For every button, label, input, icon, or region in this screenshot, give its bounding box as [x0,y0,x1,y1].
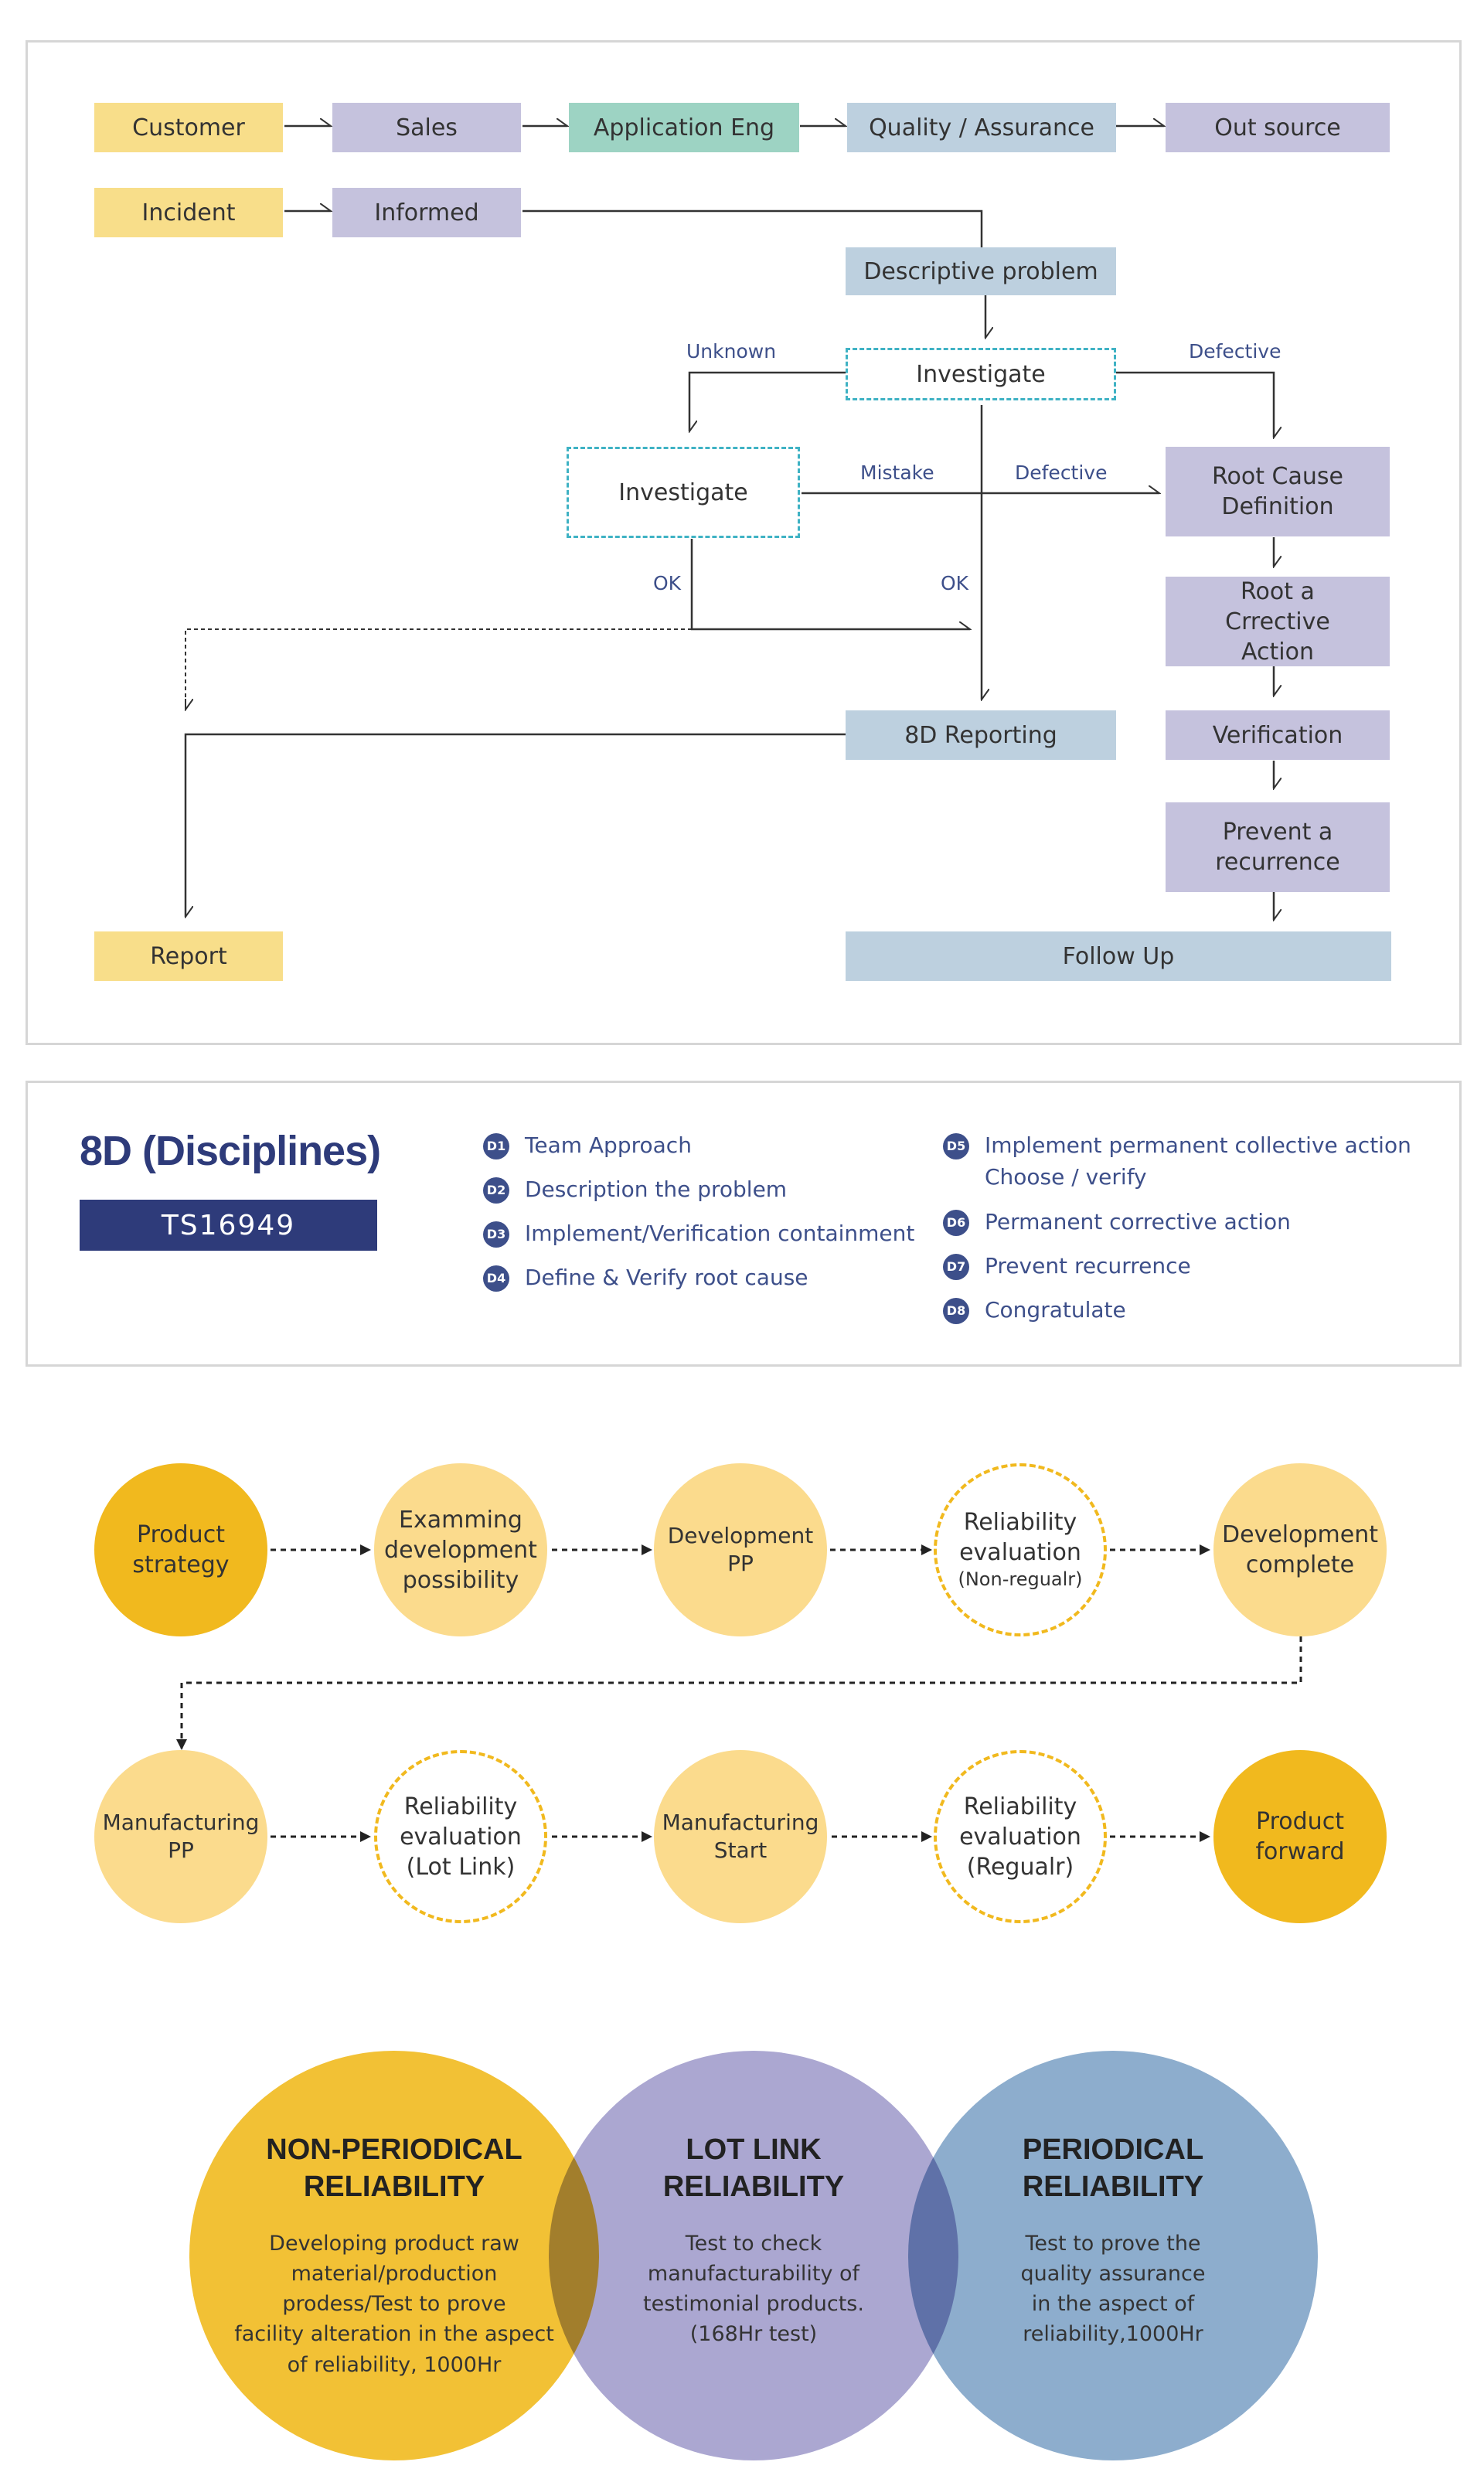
circle-line: Product [1256,1808,1344,1835]
circle-line: Product [137,1521,225,1548]
discipline-d6-text: Permanent corrective action [985,1209,1291,1234]
d1-badge-icon: D1 [483,1133,509,1159]
label-ok-mid: OK [941,572,969,594]
circle-line: PP [168,1837,194,1863]
circle-line: PP [727,1551,754,1576]
discipline-d2-text: Description the problem [525,1177,788,1202]
discipline-d5-text: Implement permanent collective action [985,1132,1411,1158]
customer-box: Customer [94,103,283,152]
d7-badge-icon: D7 [943,1254,969,1280]
out-source-box: Out source [1166,103,1390,152]
non-periodical-title: NON-PERIODICAL RELIABILITY [266,2133,522,2203]
periodical-desc: Test to prove the quality assurance in t… [1020,2232,1206,2347]
development-pp-circle: Development PP [654,1463,827,1636]
circle-line: development [384,1536,537,1564]
label-defective-mid: Defective [1015,461,1108,484]
discipline-d4: D4 Define & Verify root cause [483,1262,808,1294]
periodical-title: PERIODICAL RELIABILITY [1022,2133,1204,2203]
circle-line: Reliability [963,1509,1077,1537]
standard-badge: TS16949 [80,1200,377,1251]
circle-line: Development [1222,1521,1378,1548]
circle-line: (Lot Link) [406,1853,516,1881]
circle-line: (Non-regualr) [958,1568,1083,1591]
reliability-lot-link-circle: Reliability evaluation (Lot Link) [374,1750,547,1923]
discipline-d8-text: Congratulate [985,1297,1126,1323]
circle-line: possibility [402,1566,519,1594]
quality-assurance-box: Quality / Assurance [847,103,1116,152]
discipline-d1-text: Team Approach [525,1132,692,1158]
d3-badge-icon: D3 [483,1221,509,1248]
discipline-d6: D6 Permanent corrective action [943,1207,1291,1238]
sales-box: Sales [332,103,521,152]
discipline-d5-subtext: Choose / verify [985,1163,1147,1190]
root-corrective-action-box: Root a Crrective Action [1166,577,1390,666]
discipline-d4-text: Define & Verify root cause [525,1265,808,1290]
discipline-d3: D3 Implement/Verification containment [483,1218,914,1250]
discipline-d2: D2 Description the problem [483,1174,787,1206]
discipline-d7-text: Prevent recurrence [985,1253,1191,1279]
product-strategy-circle: Product strategy [94,1463,267,1636]
circle-line: evaluation [959,1823,1081,1851]
d5-badge-icon: D5 [943,1133,969,1159]
circle-line: complete [1245,1551,1355,1578]
descriptive-problem-box: Descriptive problem [846,247,1116,295]
application-eng-box: Application Eng [569,103,799,152]
non-periodical-text: NON-PERIODICAL RELIABILITY Developing pr… [224,2132,564,2380]
discipline-d1: D1 Team Approach [483,1130,692,1162]
discipline-d7: D7 Prevent recurrence [943,1251,1191,1282]
lot-link-desc: Test to check manufacturability of testi… [643,2232,864,2347]
manufacturing-pp-circle: Manufacturing PP [94,1750,267,1923]
prevent-recurrence-box: Prevent a recurrence [1166,802,1390,892]
circle-line: strategy [132,1551,230,1578]
circle-line: Manufacturing [662,1809,819,1835]
follow-up-box: Follow Up [846,931,1391,981]
circle-line: forward [1255,1838,1345,1865]
informed-box: Informed [332,188,521,237]
circle-line: Reliability [403,1793,518,1820]
product-forward-circle: Product forward [1213,1750,1387,1923]
d2-badge-icon: D2 [483,1177,509,1204]
discipline-d3-text: Implement/Verification containment [525,1221,915,1246]
discipline-d5: D5 Implement permanent collective action… [943,1130,1411,1193]
report-box: Report [94,931,283,981]
circle-line: Reliability [963,1793,1077,1820]
discipline-d8: D8 Congratulate [943,1295,1126,1326]
non-periodical-desc: Developing product raw material/producti… [234,2232,554,2377]
label-unknown: Unknown [686,340,777,363]
circle-line: evaluation [959,1539,1081,1567]
investigate-left-box: Investigate [567,447,800,538]
circle-line: Development [667,1522,814,1548]
development-complete-circle: Development complete [1213,1463,1387,1636]
circle-line: Start [713,1837,768,1863]
lot-link-title: LOT LINK RELIABILITY [662,2133,845,2203]
circle-line: Examming [399,1506,522,1534]
8d-reporting-box: 8D Reporting [846,710,1116,760]
reliability-non-regular-circle: Reliability evaluation (Non-regualr) [934,1463,1107,1636]
disciplines-title: 8D (Disciplines) [80,1128,381,1174]
d6-badge-icon: D6 [943,1210,969,1236]
circle-line: (Regualr) [966,1853,1074,1881]
incident-box: Incident [94,188,283,237]
circle-line: evaluation [400,1823,522,1851]
lot-link-text: LOT LINK RELIABILITY Test to check manuf… [584,2132,924,2350]
disciplines-panel [26,1081,1462,1367]
periodical-circle [908,2051,1318,2460]
manufacturing-start-circle: Manufacturing Start [654,1750,827,1923]
circle-line: Manufacturing [102,1809,260,1835]
verification-box: Verification [1166,710,1390,760]
investigate-top-box: Investigate [846,348,1116,400]
d8-badge-icon: D8 [943,1298,969,1324]
label-mistake: Mistake [860,461,934,484]
examming-development-circle: Examming development possibility [374,1463,547,1636]
d4-badge-icon: D4 [483,1265,509,1292]
reliability-regular-circle: Reliability evaluation (Regualr) [934,1750,1107,1923]
non-periodical-circle [189,2051,599,2460]
label-defective-top: Defective [1189,340,1281,363]
lot-link-circle [549,2051,958,2460]
label-ok-left: OK [653,572,682,594]
periodical-text: PERIODICAL RELIABILITY Test to prove the… [943,2132,1283,2350]
root-cause-definition-box: Root Cause Definition [1166,447,1390,536]
